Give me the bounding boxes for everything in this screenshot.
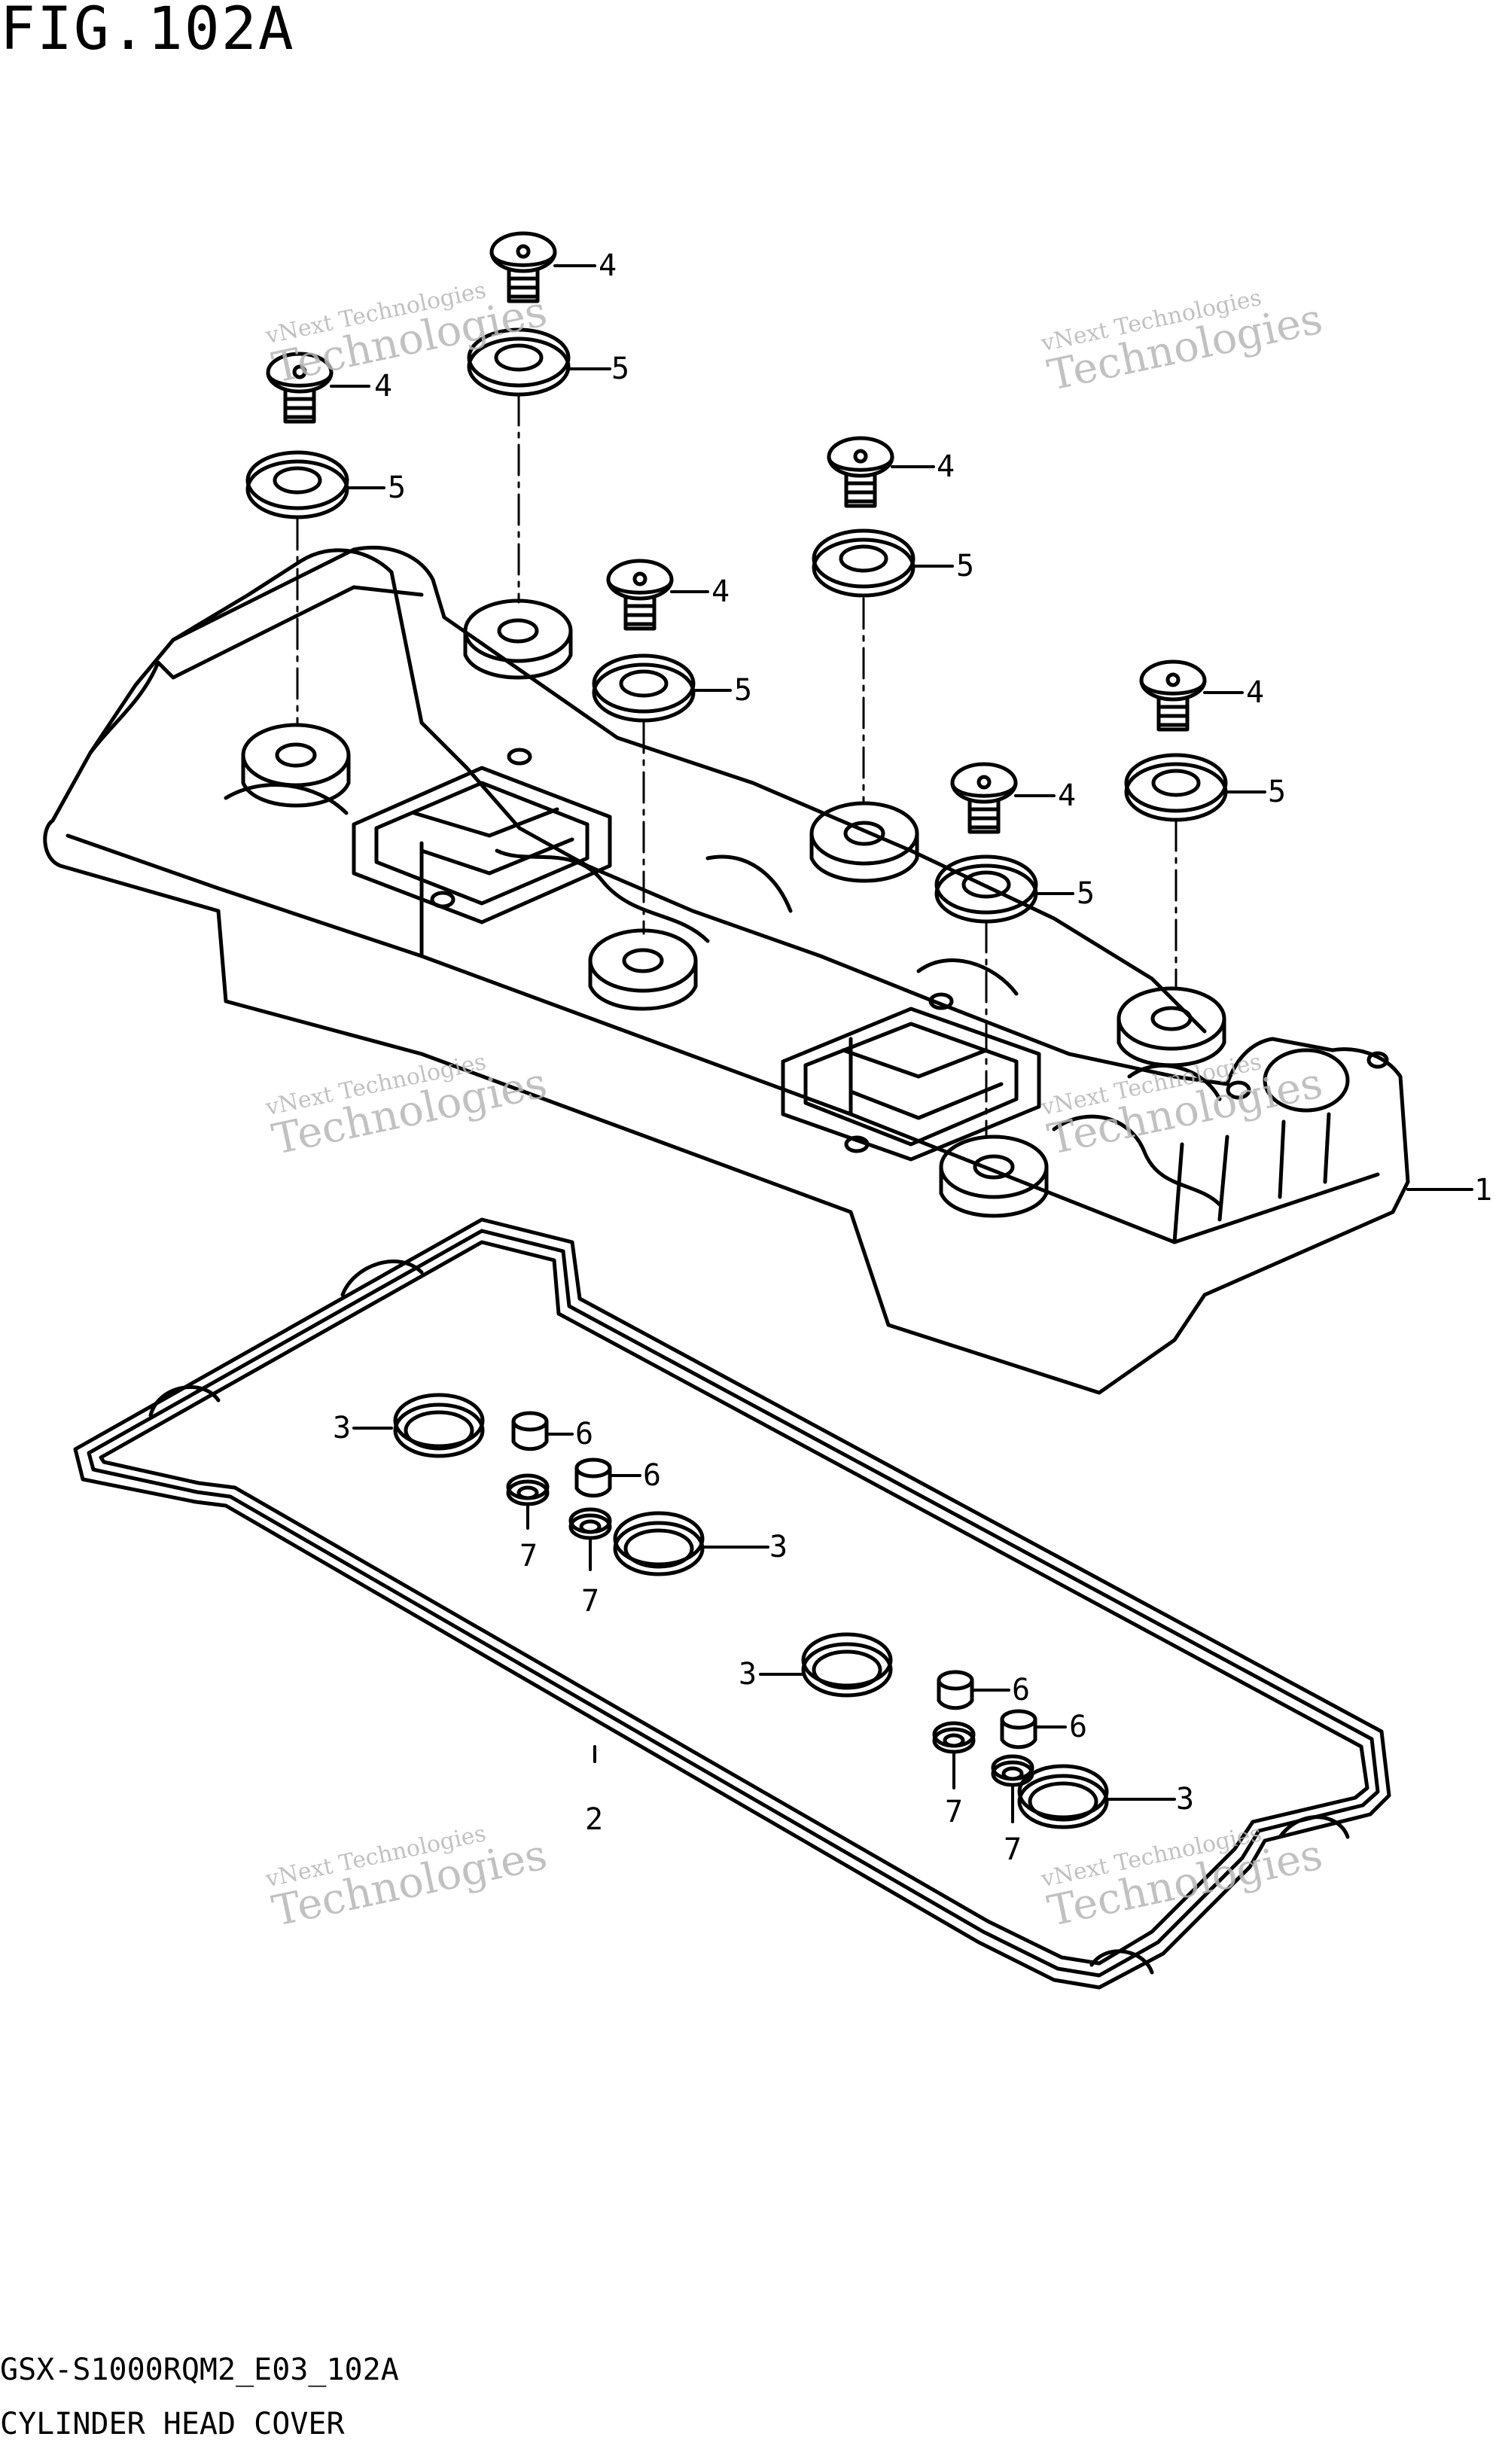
callout-4e: 4 xyxy=(1246,675,1264,710)
model-code: GSX-S1000RQM2_E03_102A xyxy=(0,2353,399,2387)
callout-5d: 5 xyxy=(734,673,752,708)
callout-5b: 5 xyxy=(388,471,406,505)
callout-4b: 4 xyxy=(374,369,392,404)
callout-6d: 6 xyxy=(1069,1710,1087,1744)
callout-3a: 3 xyxy=(333,1411,351,1445)
callout-3d: 3 xyxy=(1176,1782,1194,1817)
callout-3c: 3 xyxy=(739,1657,757,1692)
callout-6b: 6 xyxy=(643,1458,661,1493)
callout-5c: 5 xyxy=(956,549,974,583)
callout-5a: 5 xyxy=(611,352,629,386)
callout-4a: 4 xyxy=(599,248,617,283)
callout-7d: 7 xyxy=(1004,1832,1022,1867)
callout-4f: 4 xyxy=(1058,778,1076,813)
callout-4d: 4 xyxy=(711,574,730,609)
cylinder-head-cover-gasket xyxy=(73,1217,1391,1990)
callout-6a: 6 xyxy=(575,1417,593,1451)
plug-hole-seals xyxy=(352,1393,1176,1829)
callout-4c: 4 xyxy=(937,449,955,484)
cover-bolts-and-grommets xyxy=(245,231,1266,1138)
callout-1: 1 xyxy=(1474,1173,1492,1208)
callout-5e: 5 xyxy=(1268,775,1286,809)
callout-7c: 7 xyxy=(945,1795,963,1829)
callout-2: 2 xyxy=(585,1802,603,1837)
callout-5f: 5 xyxy=(1077,876,1095,911)
dowels-and-orings xyxy=(506,1411,1067,1823)
cylinder-head-cover xyxy=(43,545,1473,1395)
callout-3b: 3 xyxy=(769,1530,788,1564)
figure-name: CYLINDER HEAD COVER xyxy=(0,2407,345,2441)
callout-labels: 1 2 3 3 3 3 4 4 4 4 4 4 5 5 5 5 5 5 6 6 … xyxy=(333,248,1492,1867)
figure-title: FIG.102A xyxy=(0,0,295,63)
callout-6c: 6 xyxy=(1012,1673,1030,1707)
callout-7a: 7 xyxy=(519,1539,538,1573)
callout-7b: 7 xyxy=(581,1584,599,1619)
